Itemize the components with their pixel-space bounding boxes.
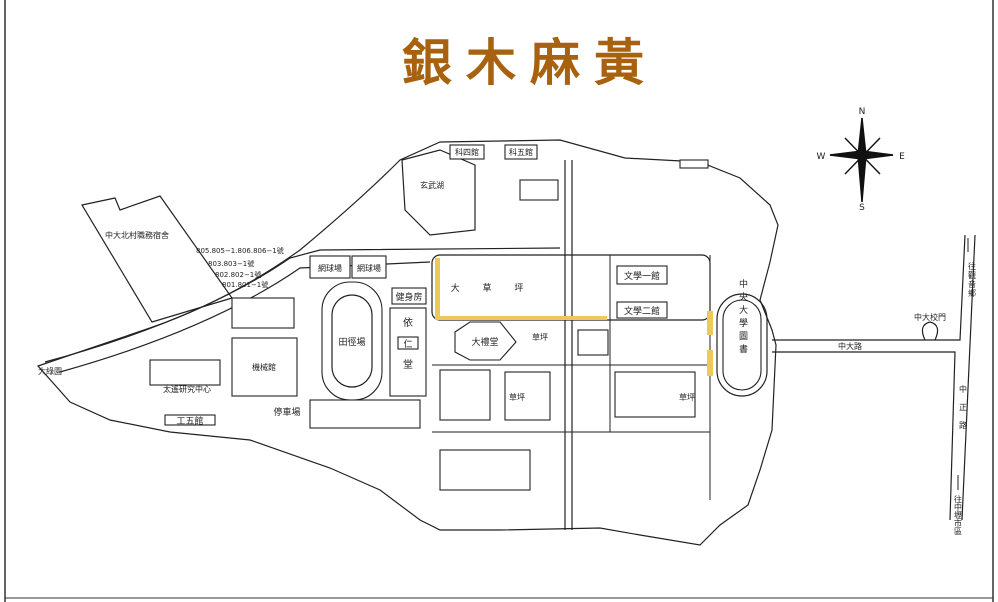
yiren-inner — [397, 336, 419, 350]
label-lit-1: 文學一館 — [624, 270, 660, 282]
compass-e: E — [899, 152, 905, 162]
label-zhongzheng-road: 中正路 — [959, 384, 968, 439]
label-dalvyuan: 大綠園 — [38, 366, 62, 376]
label-parking: 停車場 — [273, 406, 300, 418]
label-tennis-2: 網球場 — [357, 263, 381, 273]
label-yiren-3: 堂 — [403, 359, 413, 371]
highlight-library-1 — [707, 311, 713, 335]
label-sci5: 科五館 — [509, 147, 533, 157]
tennis-court-2 — [351, 255, 387, 279]
highlight-library-2 — [707, 350, 713, 376]
label-space-center: 太遙研究中心 — [163, 384, 211, 394]
building-north — [519, 179, 559, 201]
building-s — [504, 371, 551, 421]
label-sci4: 科四館 — [455, 147, 479, 157]
map-title: 銀木麻黃 — [402, 33, 658, 92]
building-ne — [679, 159, 709, 169]
mechanical-building — [231, 337, 298, 397]
zhongzheng-road-east — [961, 234, 976, 521]
compass-s: S — [859, 203, 865, 213]
label-library: 中央大學圖書 — [737, 278, 748, 357]
label-auditorium: 大禮堂 — [471, 336, 498, 348]
label-zhongda-road: 中大路 — [838, 341, 862, 351]
building-west — [231, 297, 295, 329]
label-xuanwu-lake: 玄武湖 — [420, 180, 444, 190]
label-big-lawn: 大 草 坪 — [451, 282, 534, 294]
label-mech: 機械館 — [252, 362, 276, 372]
science-5-building — [504, 144, 538, 160]
zhongda-road-south — [772, 351, 956, 521]
label-dorm-803: 803.803−1號 — [208, 259, 254, 268]
label-dorm-801: 801.801−1號 — [222, 280, 268, 289]
label-dorm-805: 805.805−1.806.806−1號 — [196, 246, 284, 255]
highlight-west — [435, 258, 440, 320]
building-center — [577, 329, 609, 356]
label-lawn-3: 草坪 — [679, 392, 695, 402]
gym-building — [391, 287, 427, 305]
highlight-south — [435, 316, 607, 320]
label-track: 田徑場 — [338, 336, 365, 348]
literature-2-building — [616, 301, 668, 319]
label-lawn-1: 草坪 — [532, 332, 548, 342]
building-se — [614, 371, 696, 418]
library-ring — [716, 293, 768, 397]
north-village-dorms — [81, 195, 233, 323]
building-sw — [439, 369, 491, 421]
compass-n: N — [859, 107, 866, 117]
gate-icon — [921, 321, 939, 341]
compass-rose-icon — [829, 117, 894, 203]
label-tennis-1: 網球場 — [318, 263, 342, 273]
space-center-building — [149, 359, 221, 386]
label-yiren-1: 依 — [403, 316, 413, 329]
diagonal-road — [44, 247, 561, 363]
eng5-building — [164, 414, 216, 426]
tennis-court-1 — [309, 255, 351, 279]
label-lawn-2: 草坪 — [509, 392, 525, 402]
label-eng5: 工五館 — [176, 415, 203, 427]
diagonal-road-edge — [59, 261, 431, 373]
label-yiren-2: 仁 — [403, 338, 412, 350]
auditorium-building — [454, 321, 517, 361]
science-4-building — [449, 144, 485, 160]
literature-1-building — [616, 265, 668, 285]
label-dorm-802: 802.802−1號 — [215, 270, 261, 279]
compass-w: W — [817, 152, 826, 162]
track-inner — [331, 294, 373, 388]
building-south-dorms — [439, 449, 531, 491]
label-to-guanyin: 往觀音鄉 — [968, 261, 977, 298]
zhongda-road-north — [772, 234, 966, 341]
label-to-zhongli: 往中壢市區 — [954, 494, 963, 535]
xuanwu-lake — [401, 149, 476, 236]
yiren-hall — [389, 307, 427, 397]
library-building — [722, 299, 762, 391]
parking-lot — [309, 399, 421, 429]
label-dorm: 中大北村職務宿舍 — [105, 230, 169, 240]
label-gym: 健身房 — [395, 291, 422, 303]
label-lit-2: 文學二館 — [624, 305, 660, 317]
label-gate: 中大校門 — [914, 312, 946, 322]
